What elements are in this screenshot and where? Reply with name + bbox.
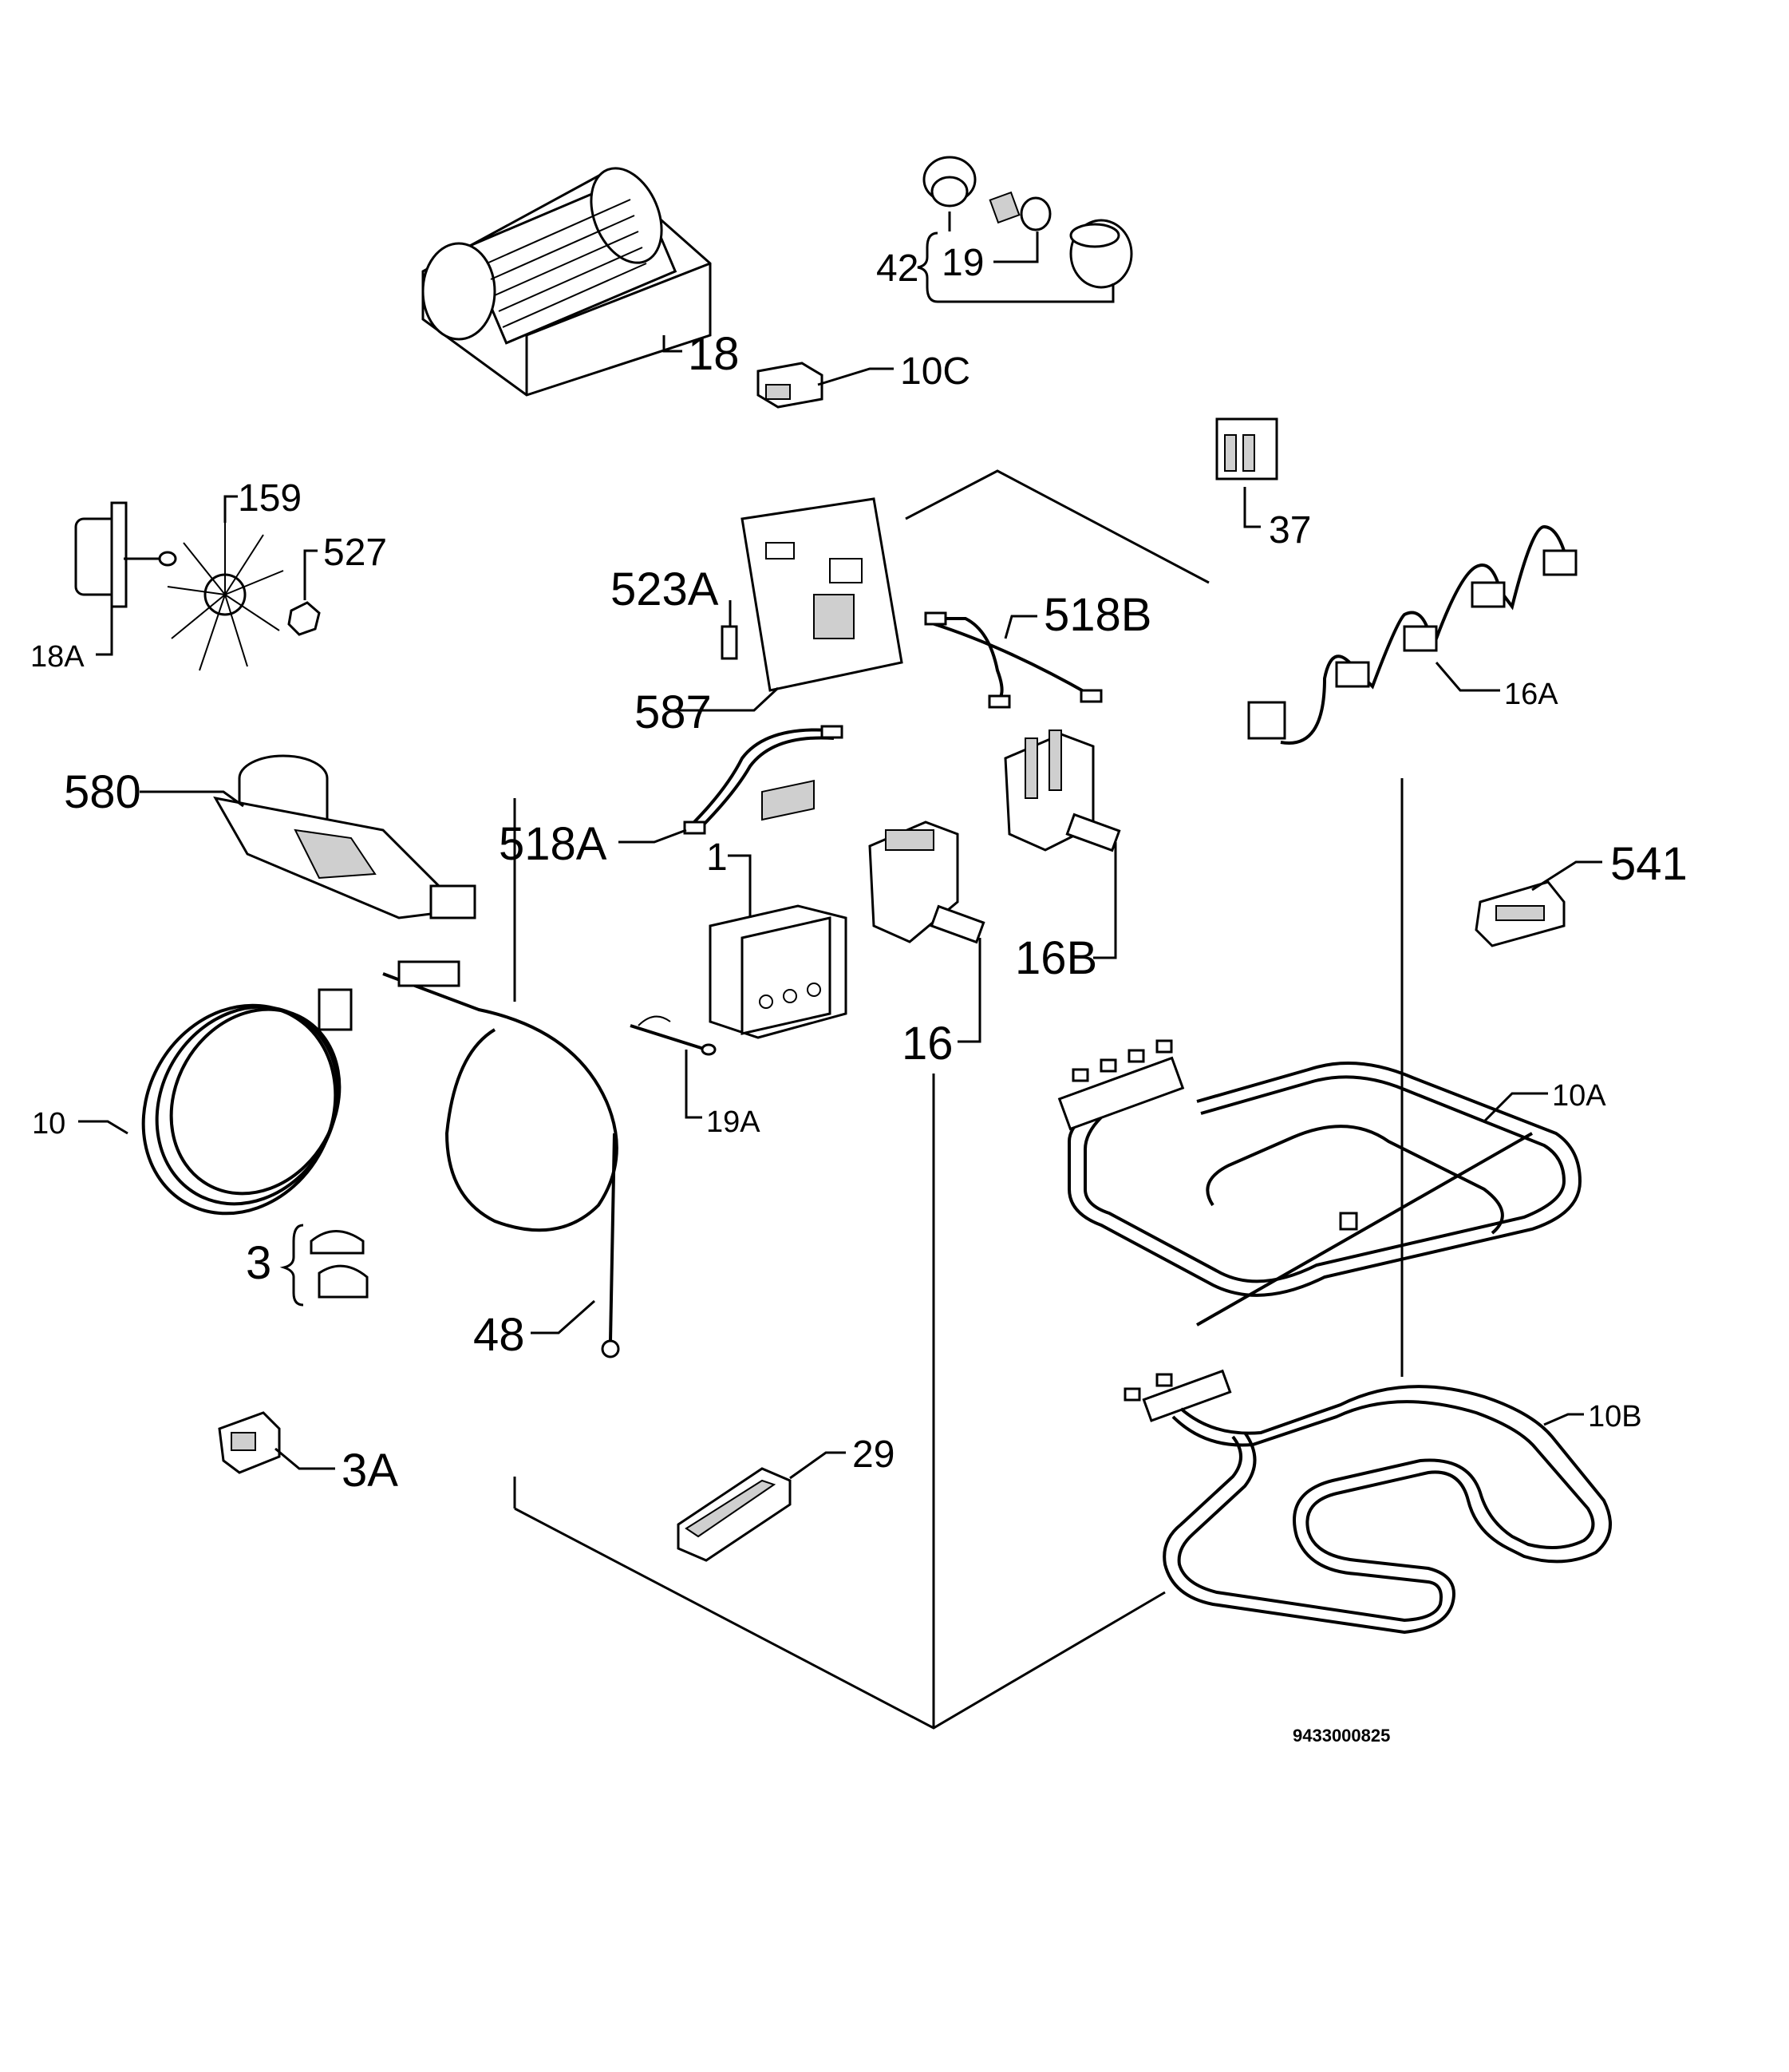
- label-37: 37: [1269, 509, 1311, 552]
- label-10: 10: [32, 1107, 65, 1141]
- document-number: 9433000825: [1293, 1726, 1390, 1746]
- label-518a: 518A: [499, 818, 607, 870]
- label-523a: 523A: [610, 563, 719, 615]
- meat-probe-48: [382, 960, 620, 1358]
- label-16a: 16A: [1504, 678, 1558, 711]
- label-3: 3: [246, 1237, 271, 1289]
- label-587: 587: [634, 686, 712, 738]
- label-10a: 10A: [1552, 1079, 1606, 1113]
- label-541: 541: [1610, 838, 1688, 890]
- label-19a: 19A: [706, 1105, 760, 1139]
- label-18a: 18A: [30, 640, 85, 674]
- part-labels: 18 19 42 10C 159 527 18A 37 523A 518B 16…: [30, 242, 1688, 1746]
- selector-switch-16b: [1004, 730, 1121, 852]
- connector-523a: [721, 625, 738, 660]
- label-29: 29: [852, 1433, 894, 1476]
- motor-580: [213, 754, 476, 919]
- label-18: 18: [688, 328, 740, 380]
- lamp-harness-16a: [1247, 524, 1578, 745]
- connector-block-29: [677, 1467, 792, 1562]
- label-10c: 10C: [900, 350, 970, 393]
- lower-heating-element-10b: [1124, 1369, 1612, 1635]
- thermostat-3a: [218, 1411, 281, 1474]
- terminal-541: [1475, 880, 1566, 947]
- clips-3: [310, 1230, 369, 1299]
- round-heating-element-10: [141, 988, 353, 1216]
- label-48: 48: [473, 1309, 525, 1361]
- label-518b: 518B: [1044, 589, 1151, 641]
- ribbon-518a: [683, 725, 843, 835]
- label-580: 580: [64, 766, 141, 818]
- terminal-block-37: [1215, 417, 1278, 480]
- label-19: 19: [942, 242, 984, 284]
- label-159: 159: [238, 477, 302, 520]
- tangential-fan: [421, 167, 712, 397]
- display-module-1: [709, 779, 847, 1039]
- label-42: 42: [876, 247, 918, 290]
- nut-527: [287, 601, 321, 636]
- bracket-10c: [756, 362, 823, 409]
- label-10b: 10B: [1588, 1400, 1642, 1433]
- label-16b: 16B: [1015, 932, 1097, 984]
- probe-19a: [630, 1015, 717, 1056]
- label-1: 1: [706, 836, 728, 879]
- label-16: 16: [902, 1018, 954, 1070]
- grill-heating-element-10a: [1057, 1039, 1582, 1327]
- housing-outline: [513, 469, 1404, 1730]
- control-pcb-587: [740, 497, 903, 692]
- wire-harness-518b: [924, 611, 1103, 709]
- fan-motor-18a: [74, 501, 177, 608]
- selector-switch-16: [868, 820, 985, 944]
- fan-blade-159: [167, 523, 284, 671]
- label-3a: 3A: [342, 1445, 398, 1497]
- label-527: 527: [323, 532, 387, 574]
- oven-lamp-assembly: [922, 156, 1133, 289]
